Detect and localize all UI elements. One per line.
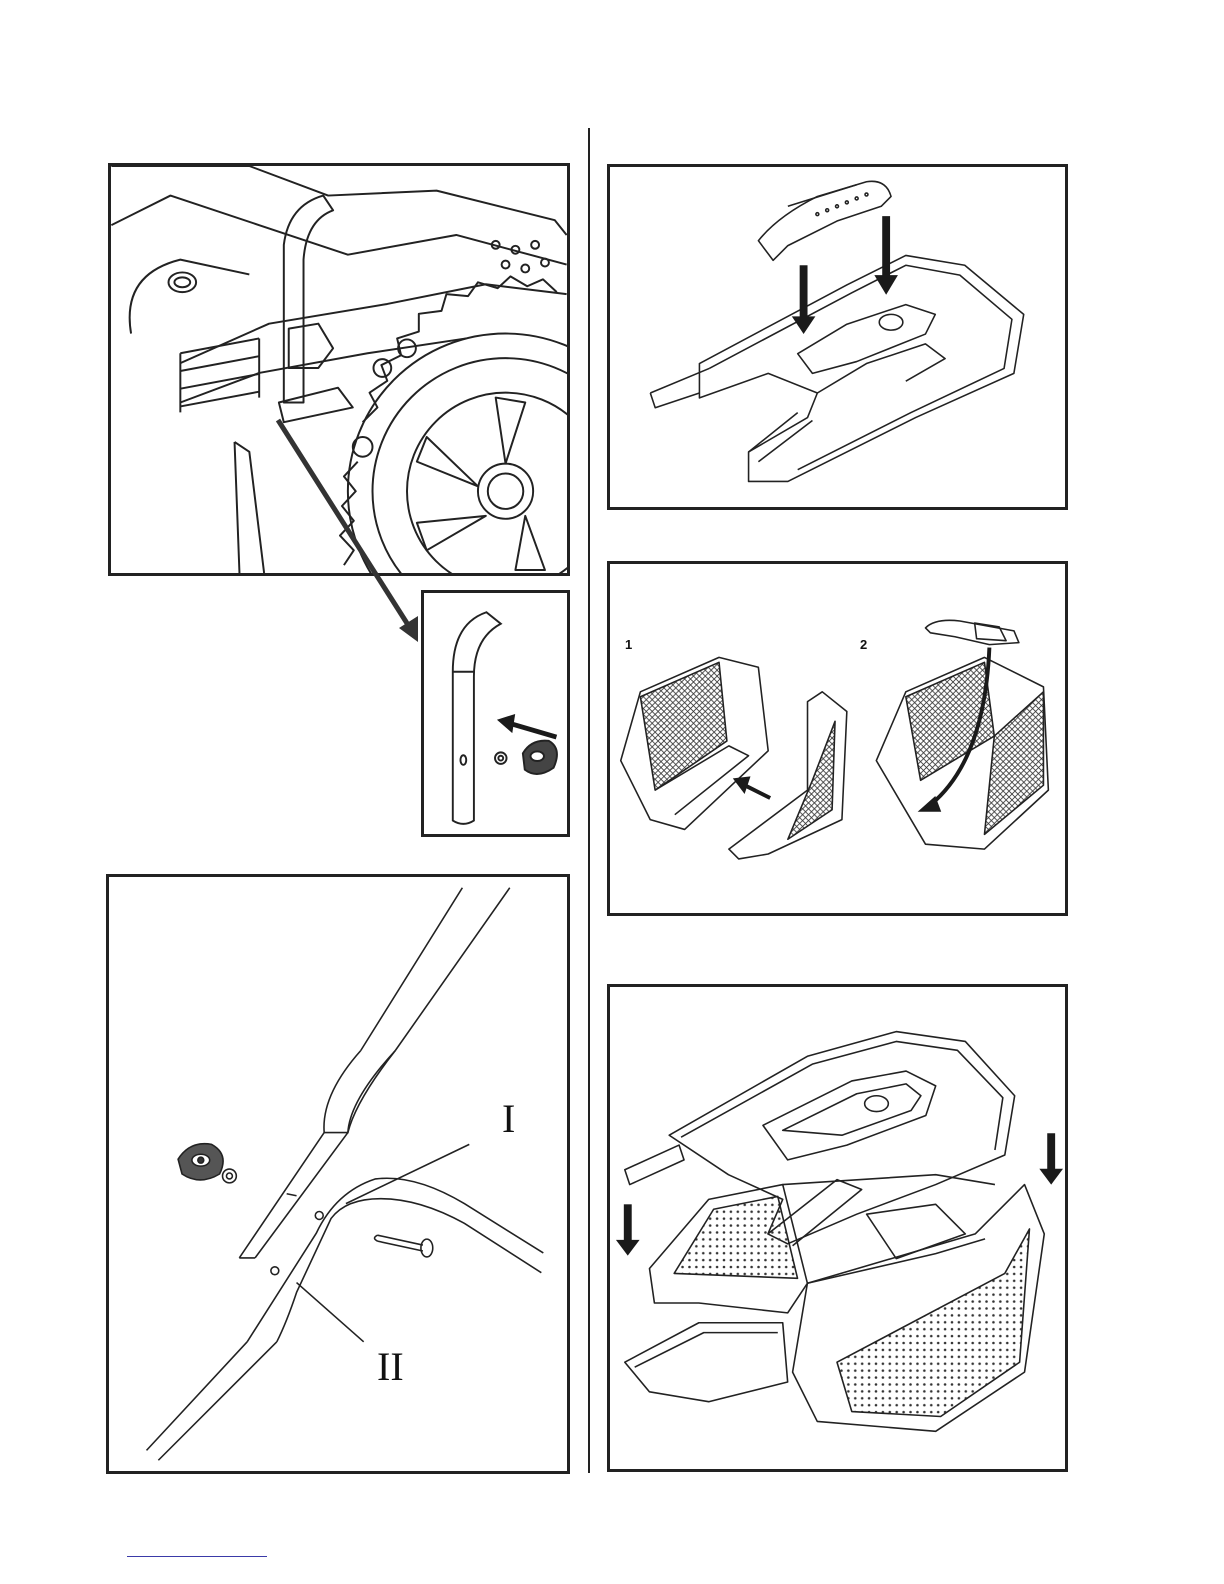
figure-grassbox-assembled [607,984,1068,1472]
arrows-down-attach [616,1133,1063,1255]
mower-handle-mount-illustration [111,166,567,573]
figure-handle-tube-inset [421,590,570,837]
step-label-2: 2 [860,637,867,652]
hole-label-upper: I [502,1099,515,1139]
column-divider [588,128,590,1473]
basket-assembly-illustration [610,564,1065,913]
footer-rule [127,1556,267,1557]
arrow-toward-tube [497,714,557,737]
arrow-join-halves [733,776,770,798]
figure-basket-assembly-steps: 1 2 [607,561,1068,916]
grassbox-lid-illustration [610,167,1065,507]
figure-lower-handle-assembly: I II [106,874,570,1474]
lower-handle-illustration [109,877,567,1471]
step-label-1: 1 [625,637,632,652]
grassbox-assembled-illustration [610,987,1065,1469]
figure-grassbox-lid-handle [607,164,1068,510]
hole-label-lower: II [377,1347,404,1387]
handle-tube-inset-illustration [424,593,567,834]
figure-mower-handle-mount [108,163,570,576]
